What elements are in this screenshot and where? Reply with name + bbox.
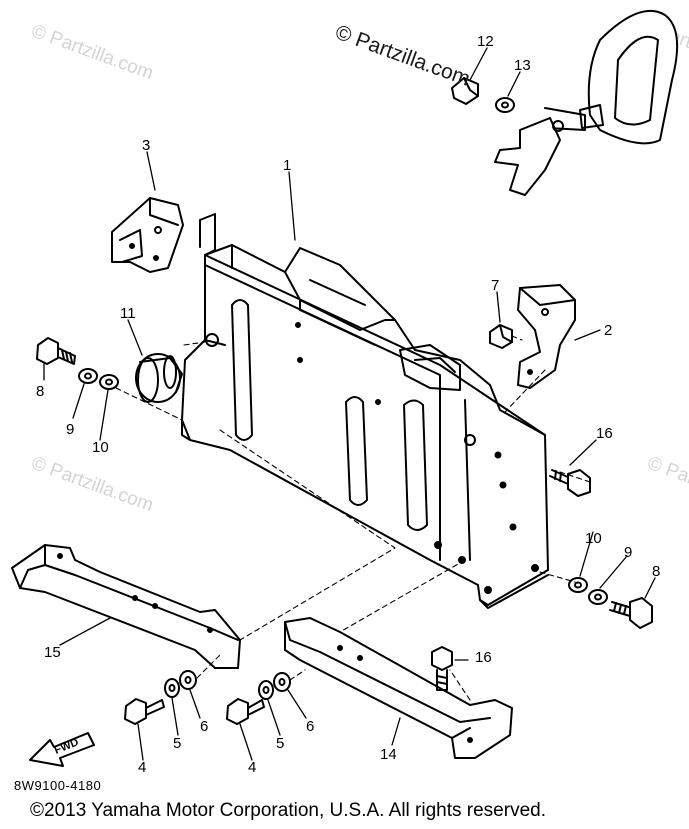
callout-8-left: 8 bbox=[36, 383, 44, 400]
leader-lines bbox=[43, 47, 656, 761]
callout-5-middle: 5 bbox=[276, 735, 284, 752]
callout-1: 1 bbox=[283, 157, 291, 174]
bracket-part-3 bbox=[111, 197, 184, 273]
callout-6-left: 6 bbox=[200, 718, 208, 735]
callout-9-left: 9 bbox=[66, 421, 74, 438]
washer-part-5-middle bbox=[258, 680, 274, 700]
fwd-arrow-icon bbox=[29, 732, 95, 767]
callout-6-middle: 6 bbox=[306, 718, 314, 735]
callout-7: 7 bbox=[491, 277, 499, 294]
callout-4-middle: 4 bbox=[248, 759, 256, 776]
washer-part-9-right bbox=[588, 589, 608, 605]
callout-12: 12 bbox=[477, 33, 494, 50]
bolt-part-4-middle bbox=[226, 698, 265, 725]
callout-9-right: 9 bbox=[624, 544, 632, 561]
callout-13: 13 bbox=[514, 57, 531, 74]
washer-part-9-left bbox=[78, 368, 98, 384]
callout-15: 15 bbox=[44, 644, 61, 661]
diagram-code: 8W9100-4180 bbox=[14, 778, 102, 793]
callout-2: 2 bbox=[604, 322, 612, 339]
bracket-part-2 bbox=[517, 284, 576, 389]
washer-part-6-left bbox=[179, 670, 197, 690]
bolt-part-16-lower bbox=[431, 646, 453, 691]
copyright-notice: ©2013 Yamaha Motor Corporation, U.S.A. A… bbox=[30, 800, 546, 821]
callout-14: 14 bbox=[380, 746, 397, 763]
callout-8-right: 8 bbox=[652, 563, 660, 580]
alignment-lines bbox=[115, 335, 591, 701]
main-bracket-part bbox=[181, 213, 549, 609]
bolt-part-8-right bbox=[609, 597, 653, 629]
bolt-part-4-left bbox=[124, 698, 165, 725]
rail-part-15 bbox=[11, 544, 241, 669]
washer-part-10-left bbox=[99, 374, 119, 390]
rail-part-14 bbox=[284, 617, 513, 759]
callout-16-lower: 16 bbox=[475, 649, 492, 666]
callout-11: 11 bbox=[120, 305, 136, 322]
washer-part-6-middle bbox=[273, 672, 291, 692]
callout-5-left: 5 bbox=[173, 735, 181, 752]
handle-assembly-part bbox=[451, 10, 679, 196]
callout-10-left: 10 bbox=[92, 439, 109, 456]
rubber-mount-part-11 bbox=[135, 353, 183, 403]
nut-part-7 bbox=[489, 324, 513, 349]
callout-16-upper: 16 bbox=[596, 425, 613, 442]
callout-4-left: 4 bbox=[138, 759, 146, 776]
washer-part-10-right bbox=[568, 577, 588, 593]
callout-3: 3 bbox=[142, 137, 150, 154]
callout-10-right: 10 bbox=[585, 530, 602, 547]
washer-part-5-left bbox=[164, 678, 180, 698]
bolt-part-16-upper bbox=[549, 469, 591, 497]
bolt-part-8-left bbox=[36, 337, 76, 365]
